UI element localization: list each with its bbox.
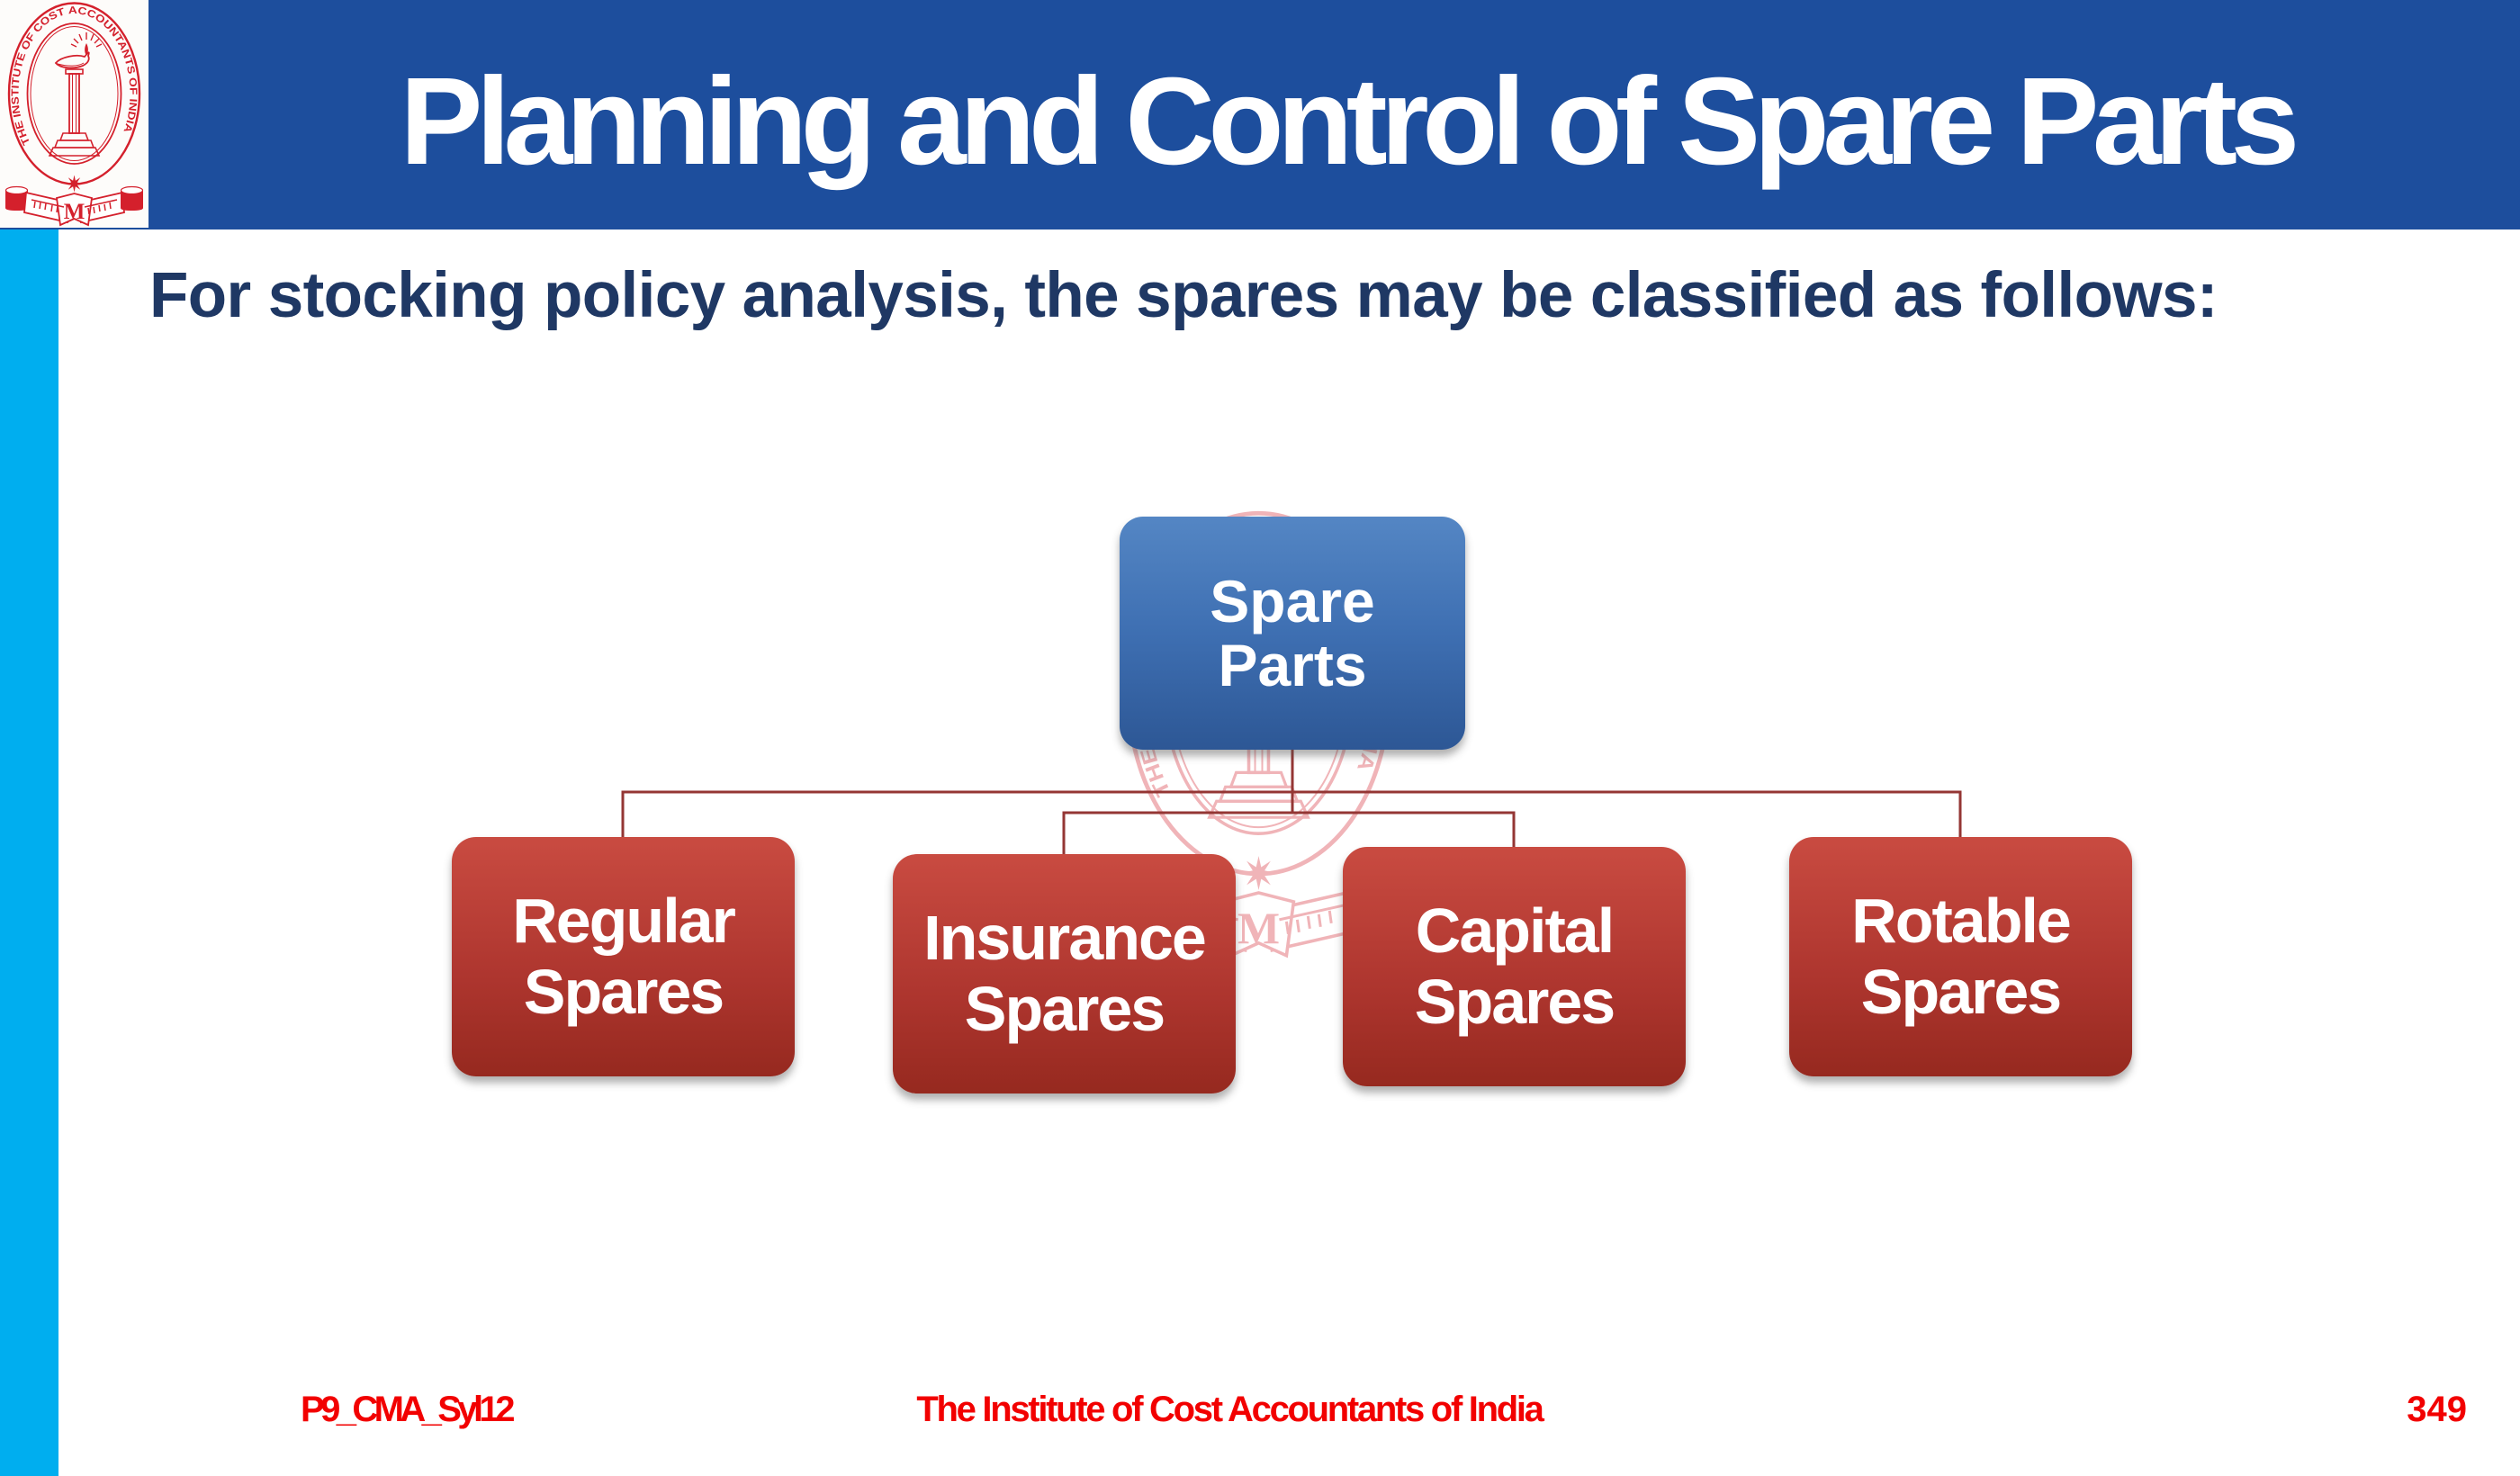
footer: P9_CMA_Syl12 The Institute of Cost Accou… xyxy=(0,1390,2520,1444)
org-node-rotable-spares: Rotable Spares xyxy=(1789,837,2132,1076)
org-node-insurance-spares: Insurance Spares xyxy=(893,854,1236,1094)
intro-text: For stocking policy analysis, the spares… xyxy=(149,260,2218,331)
org-node-capital-spares: Capital Spares xyxy=(1343,847,1686,1086)
footer-institute-name: The Institute of Cost Accountants of Ind… xyxy=(916,1390,1544,1429)
org-node-regular-spares: Regular Spares xyxy=(452,837,795,1076)
org-node-spare-parts: Spare Parts xyxy=(1120,517,1465,750)
header-band: Planning and Control of Spare Parts xyxy=(0,0,2520,230)
left-accent-stripe xyxy=(0,230,58,1476)
institute-logo xyxy=(0,0,148,228)
slide-title: Planning and Control of Spare Parts xyxy=(400,52,2300,191)
footer-course-code: P9_CMA_Syl12 xyxy=(301,1390,515,1429)
footer-page-number: 349 xyxy=(2407,1390,2467,1429)
